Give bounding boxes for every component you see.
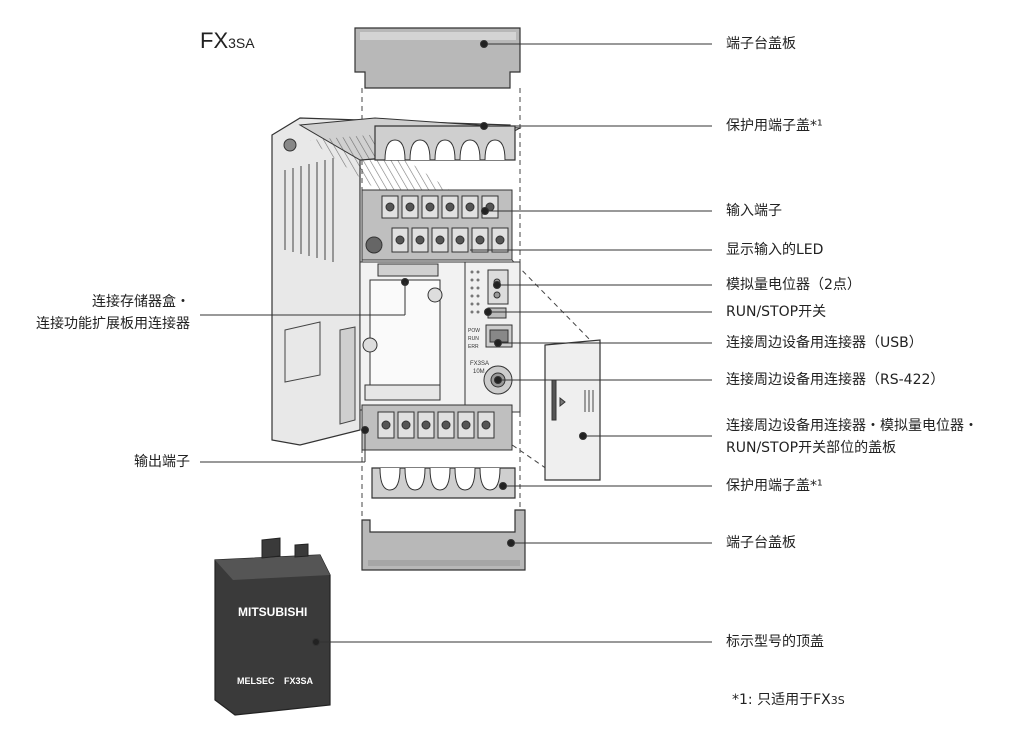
output-terminal-block <box>361 404 513 451</box>
connector-cover-panel <box>544 339 601 481</box>
label-terminal-cover-top: 端子台盖板 <box>726 36 796 52</box>
label-connector-cover-line1: 连接周边设备用连接器・模拟量电位器・ <box>726 418 978 434</box>
label-memory-connector-line1: 连接存储器盒・ <box>92 294 190 310</box>
protective-cover-top <box>374 125 516 161</box>
brand-label: MITSUBISHI <box>238 605 307 619</box>
label-terminal-cover-bottom: 端子台盖板 <box>726 535 796 551</box>
label-protective-cover-bottom: 保护用端子盖*¹ <box>726 478 823 494</box>
label-input-terminals: 输入端子 <box>726 203 782 219</box>
model-top-cover: MITSUBISHI MELSEC FX3SA <box>214 537 331 716</box>
plc-front-face <box>359 261 466 411</box>
series-label: MELSEC <box>237 676 275 686</box>
leader-lines <box>200 40 712 646</box>
control-panel: POW RUN ERR FX3SA 10M <box>464 261 521 413</box>
led-run-label: RUN <box>468 336 479 342</box>
protective-cover-bottom <box>371 467 516 499</box>
footnote: *1: 只适用于FX3S <box>732 692 845 708</box>
label-protective-cover-top: 保护用端子盖*¹ <box>726 118 823 134</box>
led-err-label: ERR <box>468 344 479 350</box>
label-memory-connector-line2: 连接功能扩展板用连接器 <box>36 316 190 332</box>
led-power-label: POW <box>468 328 480 334</box>
label-input-led: 显示输入的LED <box>726 242 824 258</box>
label-rs422-connector: 连接周边设备用连接器（RS-422） <box>726 372 945 388</box>
terminal-cover-top <box>354 27 521 89</box>
terminal-cover-bottom <box>361 509 526 571</box>
cover-model-label: FX3SA <box>284 676 314 686</box>
panel-model2-label: 10M <box>473 369 485 375</box>
label-usb-connector: 连接周边设备用连接器（USB） <box>726 335 923 351</box>
model-title: FX3SA <box>200 28 255 53</box>
panel-model-label: FX3SA <box>470 361 489 367</box>
label-top-cover-model: 标示型号的顶盖 <box>726 634 824 650</box>
label-output-terminals: 输出端子 <box>134 454 190 470</box>
input-terminal-block <box>361 189 513 261</box>
label-analog-pot: 模拟量电位器（2点） <box>726 277 861 293</box>
label-run-stop-switch: RUN/STOP开关 <box>726 304 827 320</box>
label-connector-cover-line2: RUN/STOP开关部位的盖板 <box>726 440 897 456</box>
